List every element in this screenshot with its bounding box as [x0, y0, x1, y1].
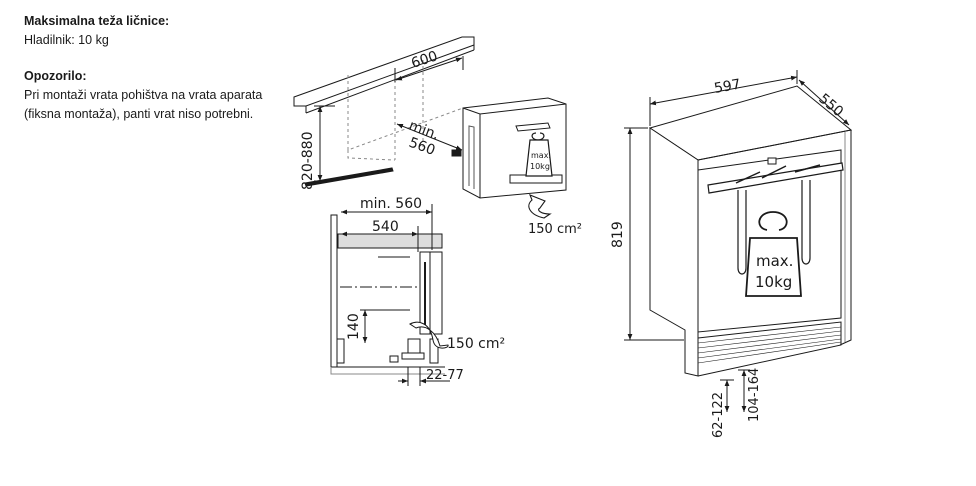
warning-heading: Opozorilo: — [24, 69, 87, 83]
appliance-weight-line-2: 10kg — [755, 273, 792, 291]
countertop — [293, 36, 475, 107]
section-gap-height-label: 140 — [346, 313, 362, 340]
section-plinth-label: 22-77 — [426, 368, 464, 383]
niche-height-label: 820-880 — [300, 132, 316, 191]
max-load-value: Hladilnik: 10 kg — [24, 33, 109, 47]
appliance-height-label: 819 — [610, 221, 626, 248]
niche-width-label: 600 — [409, 48, 439, 71]
warning-line-2: (fiksna montaža), panti vrat niso potreb… — [24, 107, 254, 121]
niche-weight-line-2: 10kg — [530, 162, 550, 171]
appliance-plinth-a-label: 62-122 — [711, 392, 726, 438]
warning-line-1: Pri montaži vrata pohištva na vrata apar… — [24, 88, 263, 102]
section-min-depth-label: min. 560 — [360, 196, 422, 212]
appliance-weight-line-1: max. — [756, 252, 793, 270]
niche-weight-line-1: max. — [531, 151, 551, 160]
appliance-plinth-b-label: 104-164 — [747, 368, 762, 422]
appliance-front-drawing — [624, 70, 853, 412]
section-drawing — [330, 204, 450, 386]
section-depth-label: 540 — [372, 219, 399, 235]
section-vent-label: 150 cm² — [447, 336, 505, 352]
niche-vent-label: 150 cm² — [528, 222, 582, 237]
installation-notes: Maksimalna teža ličnice: Hladilnik: 10 k… — [24, 12, 274, 124]
appliance-width-label: 597 — [713, 77, 742, 97]
niche-perspective-drawing — [293, 36, 567, 219]
max-load-heading: Maksimalna teža ličnice: — [24, 14, 170, 28]
